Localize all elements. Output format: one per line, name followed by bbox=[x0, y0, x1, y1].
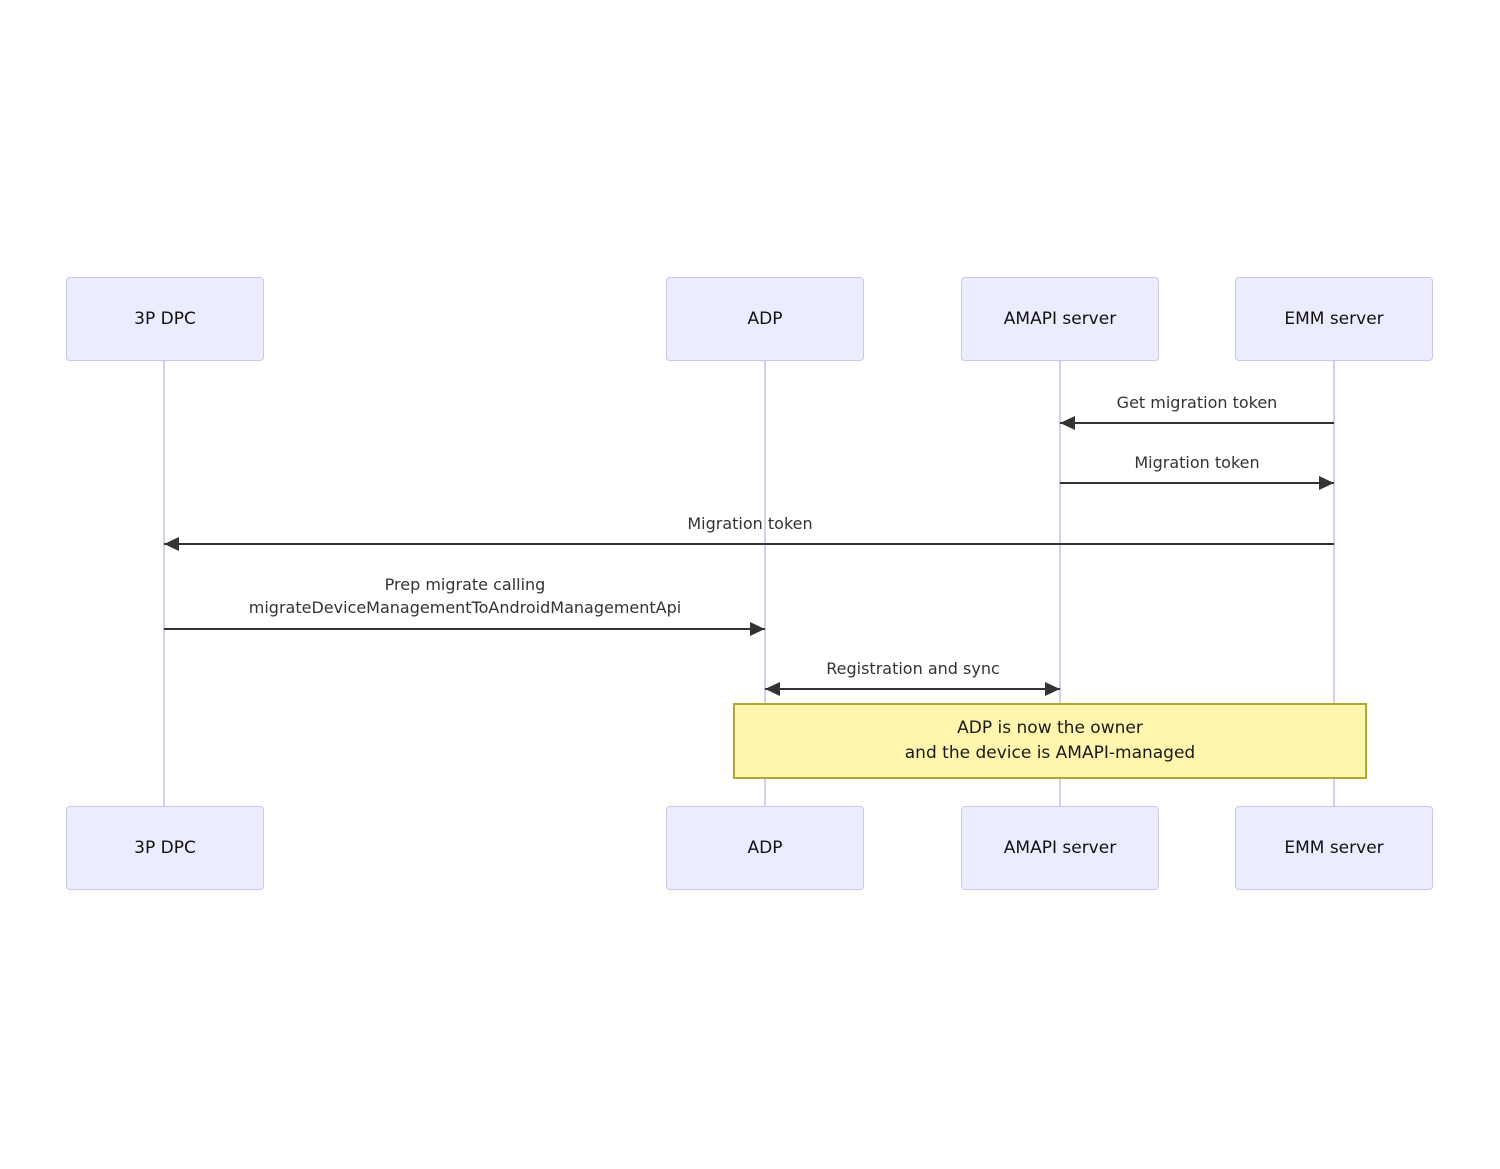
actor-box-adp-top: ADP bbox=[666, 277, 864, 361]
message-label-migration-token-long: Migration token bbox=[687, 514, 813, 533]
actor-label: ADP bbox=[747, 838, 783, 858]
actor-box-3p-dpc-top: 3P DPC bbox=[66, 277, 264, 361]
actor-label: ADP bbox=[747, 309, 783, 329]
actor-label: 3P DPC bbox=[134, 838, 196, 858]
lifeline-adp bbox=[764, 361, 766, 806]
note-line1: ADP is now the owner bbox=[957, 718, 1143, 738]
message-arrow-right-icon bbox=[1060, 476, 1334, 490]
actor-box-3p-dpc-bottom: 3P DPC bbox=[66, 806, 264, 890]
actor-label: EMM server bbox=[1284, 838, 1384, 858]
message-arrow-both-icon bbox=[765, 682, 1060, 696]
note-adp-owner: ADP is now the owner and the device is A… bbox=[733, 703, 1367, 779]
actor-label: AMAPI server bbox=[1003, 838, 1117, 858]
actor-label: AMAPI server bbox=[1003, 309, 1117, 329]
message-label-migration-token: Migration token bbox=[1134, 453, 1260, 472]
lifeline-emm-server bbox=[1333, 361, 1335, 806]
actor-label: EMM server bbox=[1284, 309, 1384, 329]
lifeline-amapi-server bbox=[1059, 361, 1061, 806]
actor-box-amapi-server-bottom: AMAPI server bbox=[961, 806, 1159, 890]
lifeline-3p-dpc bbox=[163, 361, 165, 806]
message-arrow-right-icon bbox=[164, 622, 765, 636]
actor-box-adp-bottom: ADP bbox=[666, 806, 864, 890]
message-label-line2: migrateDeviceManagementToAndroidManageme… bbox=[248, 598, 682, 617]
actor-box-emm-server-top: EMM server bbox=[1235, 277, 1433, 361]
actor-box-amapi-server-top: AMAPI server bbox=[961, 277, 1159, 361]
message-arrow-left-icon bbox=[1060, 416, 1334, 430]
message-label-line1: Prep migrate calling bbox=[384, 575, 546, 594]
message-label-prep-migrate: Prep migrate calling migrateDeviceManage… bbox=[249, 573, 681, 619]
actor-label: 3P DPC bbox=[134, 309, 196, 329]
note-line2: and the device is AMAPI-managed bbox=[904, 743, 1196, 763]
actor-box-emm-server-bottom: EMM server bbox=[1235, 806, 1433, 890]
message-label-registration-and-sync: Registration and sync bbox=[826, 659, 1000, 678]
message-label-get-migration-token: Get migration token bbox=[1116, 393, 1278, 412]
message-arrow-left-icon bbox=[164, 537, 1334, 551]
